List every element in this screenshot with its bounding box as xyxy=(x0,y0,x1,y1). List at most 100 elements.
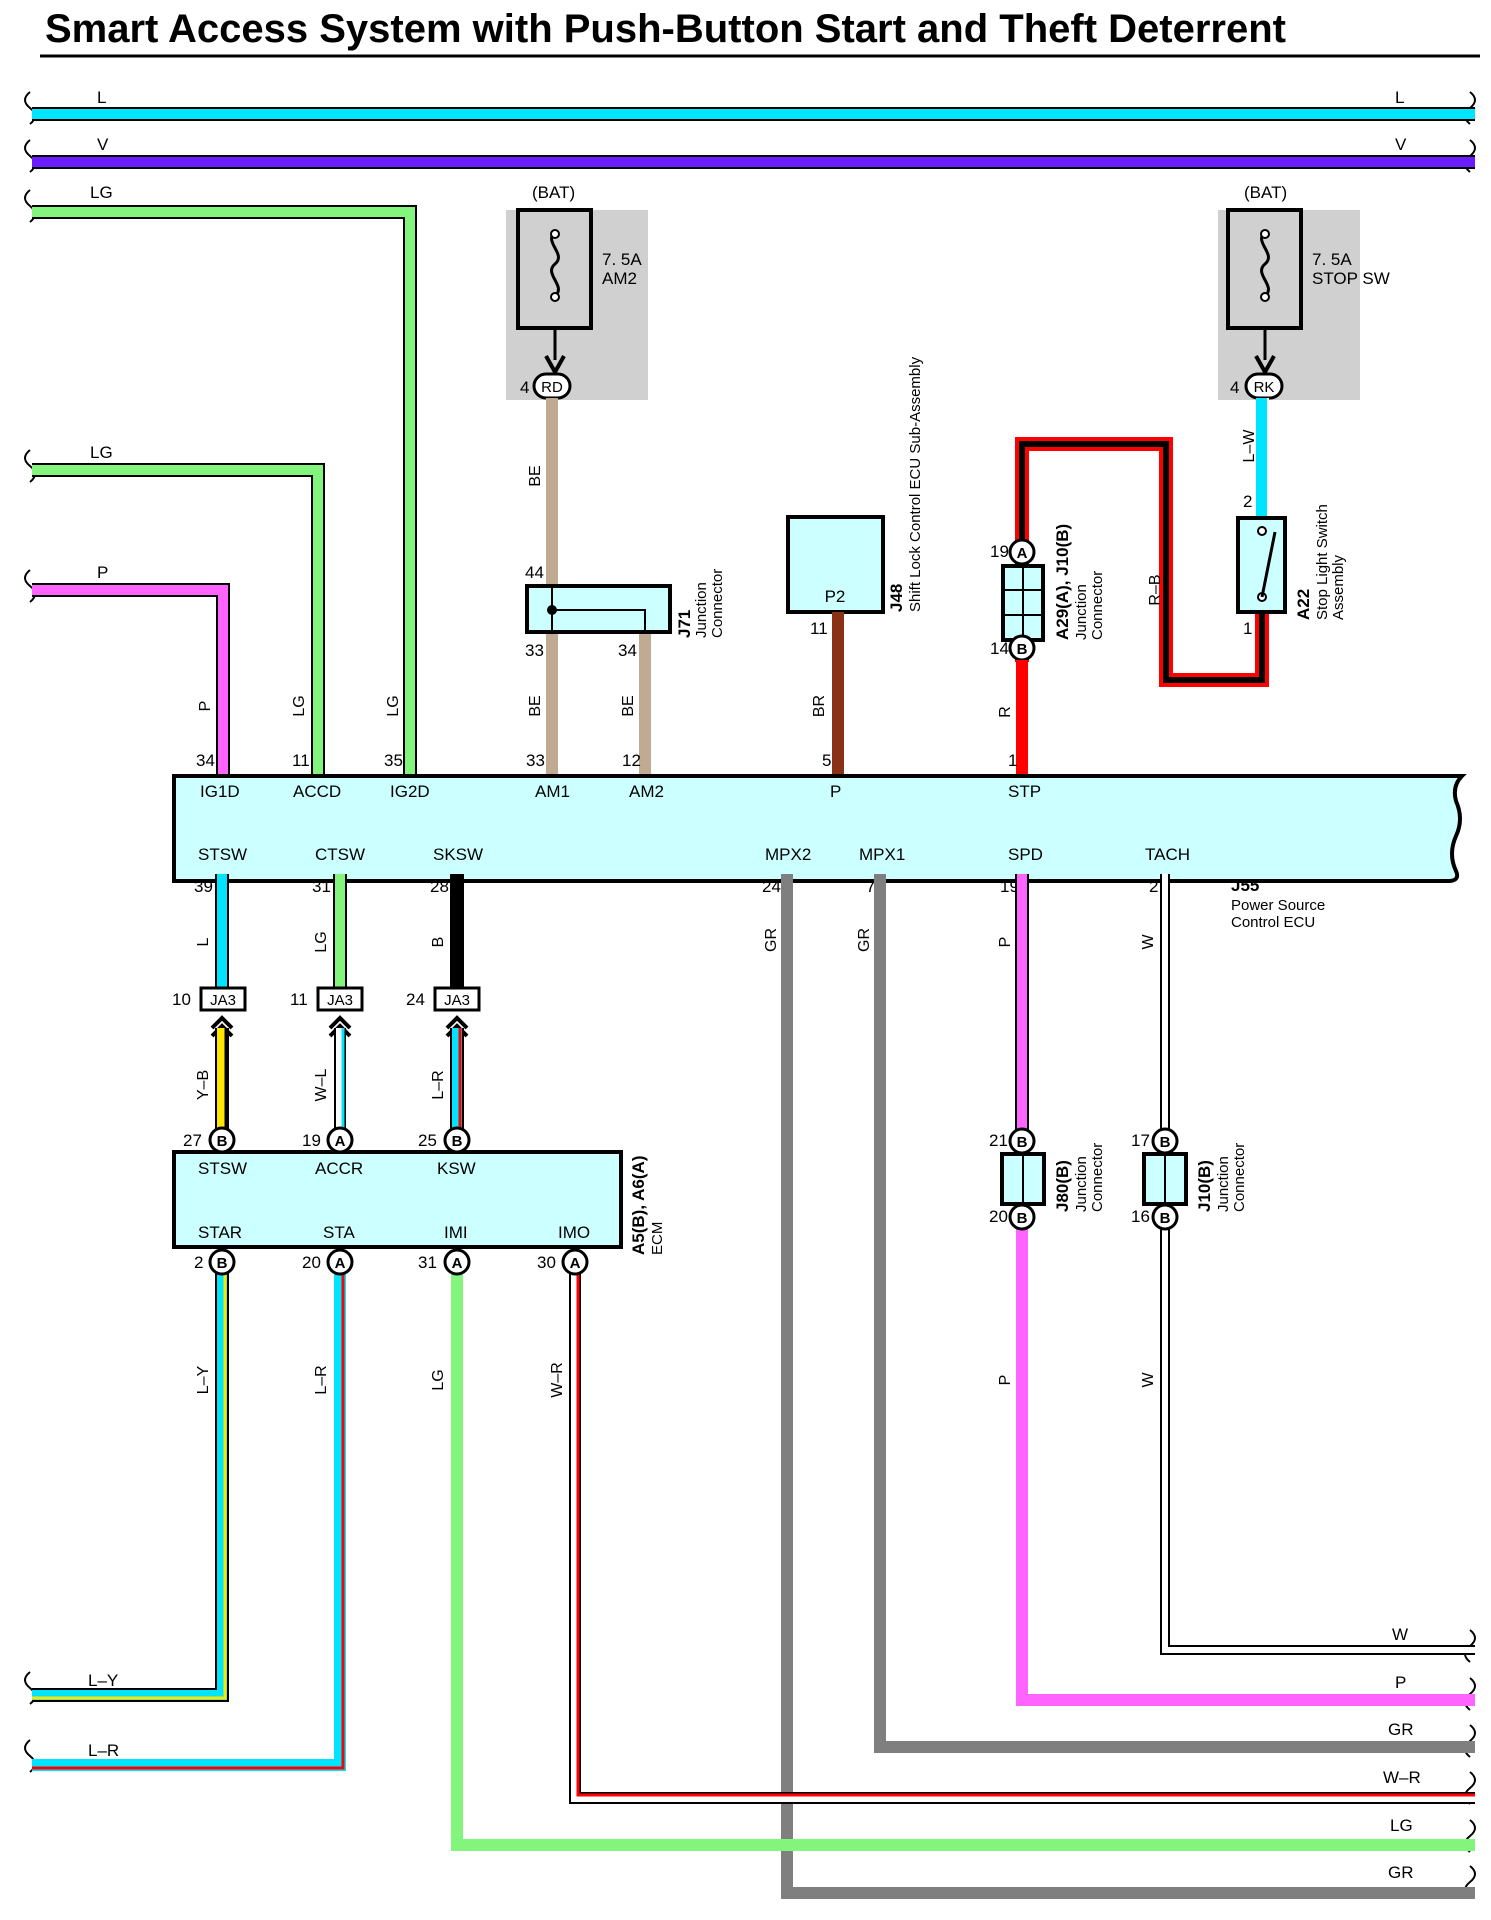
ecm-id: A5(B), A6(A) xyxy=(629,1156,648,1255)
wire-P-ig1d xyxy=(32,585,228,782)
ecm-top-letter-2: A xyxy=(335,1133,346,1150)
j55-top-num-1: 34 xyxy=(196,751,215,770)
j10-letter-top: B xyxy=(1160,1134,1171,1151)
ecm-top-num-1: 27 xyxy=(183,1131,202,1150)
ecm-bottom-label-1: STAR xyxy=(198,1223,242,1242)
ecm-box xyxy=(172,1150,623,1249)
ecm-bottom-pin-4-circle xyxy=(561,1248,589,1276)
j48-pin: 11 xyxy=(810,619,828,638)
bottom-right-label-5: LG xyxy=(1390,1816,1413,1835)
j55-desc1: Power Source xyxy=(1231,897,1325,914)
ecm-desc: ECM xyxy=(649,1222,666,1255)
j71-internal-bridge xyxy=(552,609,646,632)
j55-bottom-wire-label-3: B xyxy=(430,937,447,948)
bottom-left-label-1: L–Y xyxy=(88,1671,118,1690)
j55-top-label-6: P xyxy=(830,782,841,801)
j10-letter-bottom: B xyxy=(1160,1210,1171,1227)
j71-id: J71 xyxy=(675,610,694,638)
j10-pin-top-circle xyxy=(1151,1127,1179,1155)
a29-pin-top: 19 xyxy=(990,542,1009,561)
wire-LG1-label: LG xyxy=(90,183,113,202)
ecm-bottom-label-3: IMI xyxy=(444,1223,468,1242)
j80-letter-bottom: B xyxy=(1017,1210,1028,1227)
fuse-am2-shade xyxy=(506,210,648,400)
j55-top-wire-label-4: BE xyxy=(527,695,544,716)
wire-RB-loop-inner xyxy=(1019,441,1265,683)
j80-letter-top: B xyxy=(1017,1134,1028,1151)
fuse-stop-arrow-icon xyxy=(1254,355,1276,377)
j55-bottom-label-5: MPX1 xyxy=(859,845,905,864)
ja3-wire-2: W–L xyxy=(313,1068,330,1101)
ecm-wire-label-2: L–R xyxy=(313,1365,330,1394)
fuse-stop-name: STOP SW xyxy=(1312,269,1390,288)
ja3-pin-2: 11 xyxy=(290,990,308,1009)
j55-bottom-wire-label-6: P xyxy=(997,937,1014,948)
fuse-stop-node-bottom xyxy=(1260,292,1270,302)
j80-pin-bottom: 20 xyxy=(989,1207,1008,1226)
j71-pin-in: 44 xyxy=(525,563,544,582)
j55-top-wire-label-5: BE xyxy=(620,695,637,716)
wire-GR-mpx1 xyxy=(874,874,1475,1753)
wire-LY-outline xyxy=(32,1262,229,1702)
ecm-top-pin-1-circle xyxy=(208,1126,236,1154)
wire-P-ig1d-outline xyxy=(32,583,230,782)
fuse-am2-node-bottom xyxy=(550,292,560,302)
j71-desc1: Junction xyxy=(693,582,710,638)
fuse-am2-rating: 7. 5A xyxy=(602,250,642,269)
wire-LG-accd-outline xyxy=(32,463,325,782)
j71-desc2: Connector xyxy=(709,569,726,638)
ecm-wire-label-1: L–Y xyxy=(195,1365,212,1394)
ecm-bottom-num-2: 20 xyxy=(302,1253,321,1272)
fuse-am2-bat: (BAT) xyxy=(532,183,575,202)
a29-pin-bottom: 14 xyxy=(990,639,1009,658)
j10-pin-top: 17 xyxy=(1131,1131,1150,1150)
wire-L-label-left: L xyxy=(97,88,106,107)
j80-desc1: Junction xyxy=(1073,1156,1090,1212)
ecm-top-label-1: STSW xyxy=(198,1159,247,1178)
fuse-stop-connector-label: RK xyxy=(1254,379,1275,396)
a22-switch-lever xyxy=(1260,531,1277,598)
ecm-top-pin-2-circle xyxy=(326,1126,354,1154)
ja3-arrow-2-icon xyxy=(328,1015,352,1038)
j55-bottom-num-5: 7 xyxy=(866,877,875,896)
a22-desc2: Assembly xyxy=(1330,554,1347,620)
j55-bottom-num-4: 24 xyxy=(762,877,781,896)
right-break-marks xyxy=(1464,91,1476,1899)
a29-letter-top: A xyxy=(1017,545,1028,562)
wire-LG-accd xyxy=(32,465,323,782)
j55-bottom-label-1: STSW xyxy=(198,845,247,864)
j55-top-num-3: 35 xyxy=(384,751,403,770)
ecm-bottom-letter-4: A xyxy=(570,1255,581,1272)
ecm-top-num-3: 25 xyxy=(418,1131,437,1150)
a22-desc1: Stop Light Switch xyxy=(1314,504,1331,620)
j48-label: P2 xyxy=(825,587,846,606)
j80-id: J80(B) xyxy=(1053,1160,1072,1212)
j80-pin-top-circle xyxy=(1008,1127,1036,1155)
j80-desc2: Connector xyxy=(1089,1143,1106,1212)
bottom-right-label-1: W xyxy=(1392,1625,1408,1644)
wire-LR-sta-stripe xyxy=(32,1262,345,1770)
a22-id: A22 xyxy=(1294,589,1313,620)
fuse-stop-icon xyxy=(1260,230,1270,298)
j10-desc1: Junction xyxy=(1215,1156,1232,1212)
j55-id: J55 xyxy=(1231,876,1259,895)
a29-pin-top-circle xyxy=(1008,538,1036,566)
j55-top-num-2: 11 xyxy=(292,751,310,770)
j80-pin-top: 21 xyxy=(989,1131,1008,1150)
ecm-bottom-label-2: STA xyxy=(323,1223,355,1242)
ecm-bottom-num-1: 2 xyxy=(194,1253,203,1272)
j55-top-num-7: 1 xyxy=(1008,751,1017,770)
ja3-connector-1: JA3 10 Y–B xyxy=(172,986,247,1130)
ecm-bottom-pin-2-circle xyxy=(326,1248,354,1276)
fuse-stop-shade xyxy=(1218,210,1360,400)
j71-pin-a: 33 xyxy=(525,641,544,660)
bottom-right-label-2: P xyxy=(1395,1673,1406,1692)
j10-pin-bottom: 16 xyxy=(1131,1207,1150,1226)
j55-bottom-num-3: 28 xyxy=(430,877,449,896)
ja3-pin-1: 10 xyxy=(172,990,191,1009)
j55-bottom-wire-label-7: W xyxy=(1140,934,1157,950)
j55-bottom-wire-label-4: GR xyxy=(763,928,780,952)
fuse-am2-icon xyxy=(550,230,560,298)
j55-bottom-label-4: MPX2 xyxy=(765,845,811,864)
a29-wire-loop-label: R–B xyxy=(1147,574,1164,605)
